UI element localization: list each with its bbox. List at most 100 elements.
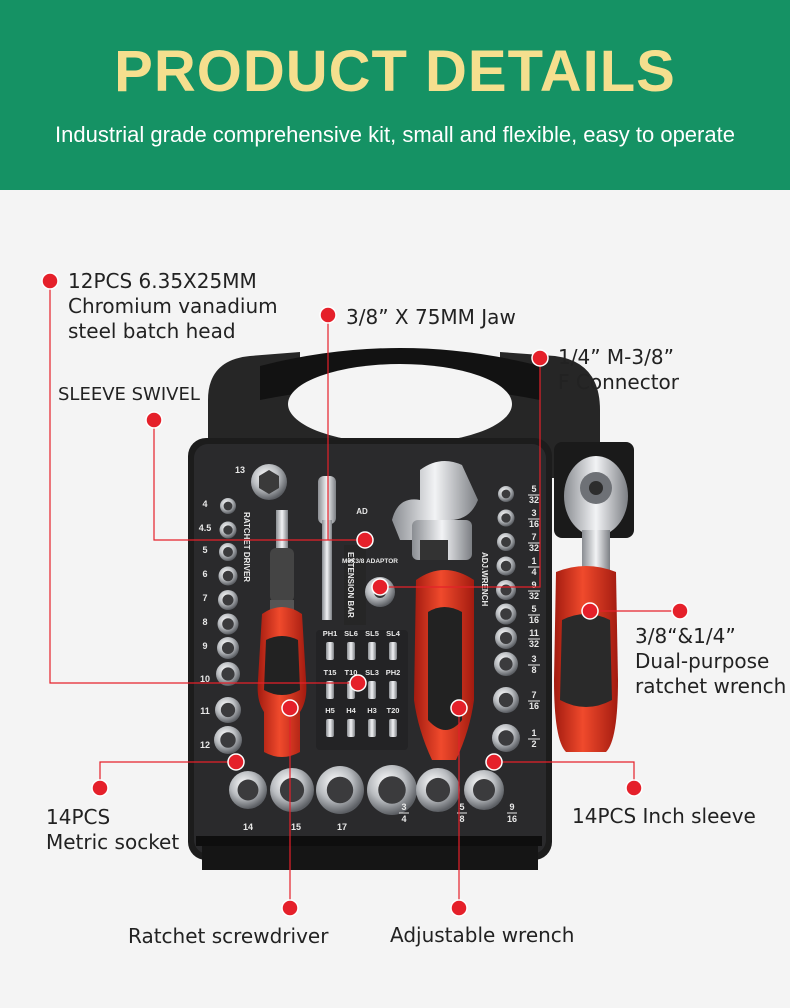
callout-marker-dot — [625, 779, 643, 797]
large-size-label: 17 — [337, 822, 347, 832]
bit-label: SL5 — [365, 629, 379, 638]
large-size-numerator: 3 — [401, 802, 406, 812]
callout-marker-dot — [281, 899, 299, 917]
metric-size-label: 8 — [202, 617, 207, 627]
callout-bit-heads: 12PCS 6.35X25MM Chromium vanadium steel … — [68, 269, 278, 344]
callout-ratchet-wrench-line2: Dual-purpose — [635, 649, 770, 673]
metric-socket — [219, 543, 237, 561]
inch-size-denominator: 2 — [531, 739, 536, 749]
inch-size-numerator: 1 — [531, 728, 536, 738]
ratchet-wrench — [554, 456, 628, 752]
bit-label: T20 — [387, 706, 400, 715]
metric-size-label: 6 — [202, 569, 207, 579]
inch-size-denominator: 16 — [529, 519, 539, 529]
inch-size-denominator: 32 — [529, 639, 539, 649]
large-socket — [316, 766, 364, 814]
inch-socket — [493, 687, 519, 713]
bit-label: H4 — [346, 706, 356, 715]
bit — [326, 719, 334, 737]
metric-size-label: 7 — [202, 593, 207, 603]
metric-size-label: 10 — [200, 674, 210, 684]
callout-ratchet-wrench-line1: 3/8“&1/4” — [635, 624, 736, 648]
callout-swivel: SLEEVE SWIVEL — [58, 382, 200, 407]
inch-socket — [497, 509, 515, 527]
callout-marker-dot — [531, 349, 549, 367]
callout-marker-dot — [41, 272, 59, 290]
metric-size-label: 9 — [202, 641, 207, 651]
callout-marker-dot — [450, 899, 468, 917]
page-title: PRODUCT DETAILS — [114, 39, 676, 104]
callout-marker-dot — [485, 753, 503, 771]
callout-adjustable-line1: Adjustable wrench — [390, 923, 575, 947]
callout-bit-heads-line3: steel batch head — [68, 319, 236, 343]
callout-bit-heads-line2: Chromium vanadium — [68, 294, 278, 318]
callout-marker-dot — [671, 602, 689, 620]
inch-size-numerator: 3 — [531, 654, 536, 664]
ad-label: AD — [356, 507, 368, 516]
inch-socket — [497, 533, 515, 551]
adj-wrench-label: ADJ.WRENCH — [480, 552, 489, 606]
bit — [347, 642, 355, 660]
inch-socket — [496, 580, 516, 600]
callout-marker-dot — [227, 753, 245, 771]
callout-markers — [41, 272, 689, 917]
callout-connector: 1/4” M-3/8” F Connector — [558, 345, 679, 395]
inch-socket-column — [492, 486, 520, 752]
callout-ratchet-wrench: 3/8“&1/4” Dual-purpose ratchet wrench — [635, 624, 786, 699]
large-socket-row — [229, 765, 504, 815]
callout-jaw-line1: 3/8” X 75MM Jaw — [346, 305, 516, 329]
inch-size-numerator: 1 — [531, 556, 536, 566]
extension-bar-label: EXTENSION BAR — [346, 552, 355, 618]
large-socket — [416, 768, 460, 812]
bit-label: SL6 — [344, 629, 358, 638]
callout-metric-line1: 14PCS — [46, 805, 111, 829]
callout-screwdriver-line1: Ratchet screwdriver — [128, 924, 329, 948]
inch-size-denominator: 8 — [531, 665, 536, 675]
inch-socket — [495, 627, 517, 649]
page-subtitle: Industrial grade comprehensive kit, smal… — [55, 122, 735, 147]
metric-socket — [214, 726, 242, 754]
large-size-label: 15 — [291, 822, 301, 832]
bit-label: H3 — [367, 706, 377, 715]
metric-socket — [218, 566, 238, 586]
ratchet-driver-label: RATCHET DRIVER — [242, 512, 251, 582]
large-size-label: 14 — [243, 822, 253, 832]
large-size-numerator: 9 — [509, 802, 514, 812]
metric-socket — [215, 697, 241, 723]
inch-socket — [494, 652, 518, 676]
callout-marker-dot — [356, 531, 374, 549]
callout-metric: 14PCS Metric socket — [46, 805, 179, 855]
callout-leaders — [49, 281, 680, 908]
large-socket — [229, 771, 267, 809]
inch-size-denominator: 16 — [529, 701, 539, 711]
inch-socket — [492, 724, 520, 752]
callout-inch-line1: 14PCS Inch sleeve — [572, 804, 756, 828]
callout-marker-dot — [281, 699, 299, 717]
callout-bit-heads-line1: 12PCS 6.35X25MM — [68, 269, 257, 293]
inch-size-numerator: 7 — [531, 532, 536, 542]
inch-size-denominator: 32 — [529, 543, 539, 553]
inch-size-denominator: 32 — [529, 591, 539, 601]
metric-size-label: 4.5 — [199, 523, 212, 533]
inch-socket — [495, 603, 517, 625]
inch-size-denominator: 4 — [531, 567, 536, 577]
bit — [389, 642, 397, 660]
inch-size-denominator: 32 — [529, 495, 539, 505]
bit-label: T15 — [324, 668, 337, 677]
socket-13mm — [251, 464, 287, 500]
callout-adjustable: Adjustable wrench — [390, 923, 574, 948]
bit-label: SL3 — [365, 668, 379, 677]
inch-size-numerator: 7 — [531, 690, 536, 700]
callout-marker-dot — [349, 674, 367, 692]
bit-label: H5 — [325, 706, 335, 715]
callout-marker-dot — [91, 779, 109, 797]
bit — [368, 642, 376, 660]
large-size-denominator: 4 — [401, 814, 406, 824]
metric-socket — [216, 662, 240, 686]
bit-label: PH1 — [323, 629, 338, 638]
callout-screwdriver: Ratchet screwdriver — [128, 924, 328, 949]
header-banner: PRODUCT DETAILS Industrial grade compreh… — [0, 0, 790, 190]
callout-marker-dot — [145, 411, 163, 429]
callout-connector-line1: 1/4” M-3/8” — [558, 345, 674, 369]
metric-socket — [220, 498, 236, 514]
